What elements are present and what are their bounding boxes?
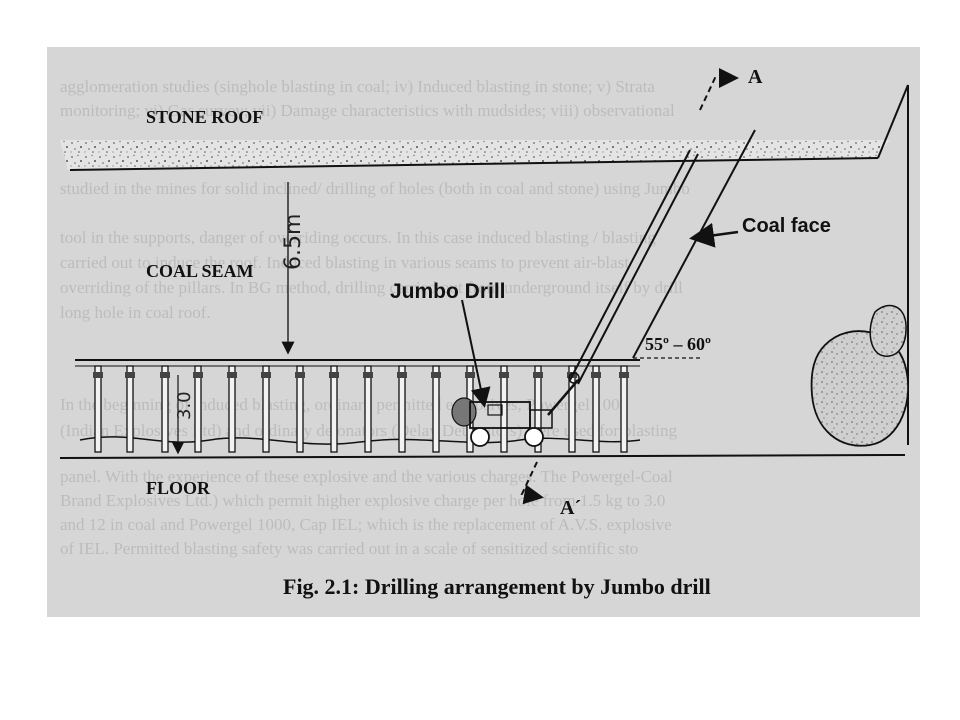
roof-support-prop — [228, 365, 236, 453]
roof-support-cap — [125, 372, 135, 378]
roof-support-cap — [533, 372, 543, 378]
floor-label: FLOOR — [146, 478, 211, 498]
jumbo-drill-machine — [451, 149, 699, 447]
drill-head — [568, 372, 580, 384]
roof-support-prop — [432, 365, 440, 453]
background-text-line: long hole in coal roof. — [60, 303, 211, 322]
roof-support-prop — [296, 365, 304, 453]
roof-support-prop — [620, 365, 628, 453]
stone-roof-label: STONE ROOF — [146, 107, 263, 127]
roof-support-prop — [161, 365, 169, 453]
roof-support-prop — [398, 365, 406, 453]
roof-support-prop — [592, 365, 600, 453]
roof-support-cap — [227, 372, 237, 378]
roof-support-prop — [364, 365, 372, 453]
background-text-line: overriding of the pillars. In BG method,… — [60, 278, 683, 297]
jumbo-drill-label: Jumbo Drill — [390, 280, 506, 303]
background-text-line: agglomeration studies (singhole blasting… — [60, 77, 655, 96]
background-text-line: and 12 in coal and Powergel 1000, Cap IE… — [60, 515, 672, 534]
drill-wheel-front — [524, 427, 544, 447]
roof-support-cap — [363, 372, 373, 378]
drill-wheel-rear — [470, 427, 490, 447]
section-label-a-prime: A´ — [560, 497, 581, 519]
roof-line — [69, 157, 879, 171]
figure-caption: Fig. 2.1: Drilling arrangement by Jumbo … — [283, 574, 711, 599]
background-text-line: carried out to induce the roof. Induced … — [60, 253, 629, 272]
drill-engine — [487, 404, 503, 416]
section-label-a: A — [748, 66, 763, 88]
roof-support-cap — [160, 372, 170, 378]
roof-support-cap — [329, 372, 339, 378]
background-text-line: tool in the supports, danger of overridi… — [60, 228, 656, 247]
roof-support-cap — [193, 372, 203, 378]
roof-support-cap — [261, 372, 271, 378]
roof-support-prop — [262, 365, 270, 453]
background-text: agglomeration studies (singhole blasting… — [60, 77, 690, 558]
coal-seam-label: COAL SEAM — [146, 261, 254, 281]
background-text-line: monitoring; vi) Gas survey; vii) Damage … — [60, 101, 675, 120]
background-text-line: of IEL. Permitted blasting safety was ca… — [60, 539, 638, 558]
floor-undulation — [79, 436, 641, 445]
coal-face-pointer — [689, 222, 739, 248]
stone-roof-band — [60, 140, 890, 170]
roof-support-cap — [431, 372, 441, 378]
background-text-line: In the beginning of induced blasting, or… — [60, 395, 628, 414]
roof-rise-line — [877, 84, 909, 159]
section-arrow-a-prime — [520, 461, 544, 505]
roof-support-prop — [194, 365, 202, 453]
gallery-height-label: 3.0 — [174, 391, 195, 420]
roof-support-prop — [330, 365, 338, 453]
coal-face-label: Coal face — [742, 215, 831, 237]
roof-support-cap — [499, 372, 509, 378]
drill-boom — [547, 379, 579, 416]
roof-support-prop — [568, 365, 576, 453]
roof-support-cap — [465, 372, 475, 378]
roof-support-cap — [295, 372, 305, 378]
background-text-line: studied in the mines for solid inclined/… — [60, 179, 690, 198]
roof-support-prop — [500, 365, 508, 453]
background-text-line: panel. With the experience of these expl… — [60, 467, 673, 486]
drill-rod-left — [569, 149, 691, 381]
roof-support-cap — [591, 372, 601, 378]
seam-height-label: 6.5m — [281, 214, 306, 270]
section-arrow-a — [699, 68, 739, 111]
drill-front — [529, 409, 553, 429]
rock-boulder-small — [869, 304, 907, 357]
roof-support-prop — [534, 365, 542, 453]
section-line-a — [520, 68, 739, 505]
roof-support-cap — [619, 372, 629, 378]
jumbo-drill-pointer — [461, 299, 491, 408]
background-text-line: Brand Explosives Ltd.) which permit high… — [60, 491, 665, 510]
floor-line — [59, 454, 906, 459]
drill-rod-right — [577, 153, 699, 385]
roof-support-cap — [397, 372, 407, 378]
roof-support-cap — [93, 372, 103, 378]
roof-support-prop — [126, 365, 134, 453]
roof-supports — [93, 365, 629, 453]
roof-support-prop — [94, 365, 102, 453]
angle-label: 55º – 60º — [645, 334, 711, 354]
